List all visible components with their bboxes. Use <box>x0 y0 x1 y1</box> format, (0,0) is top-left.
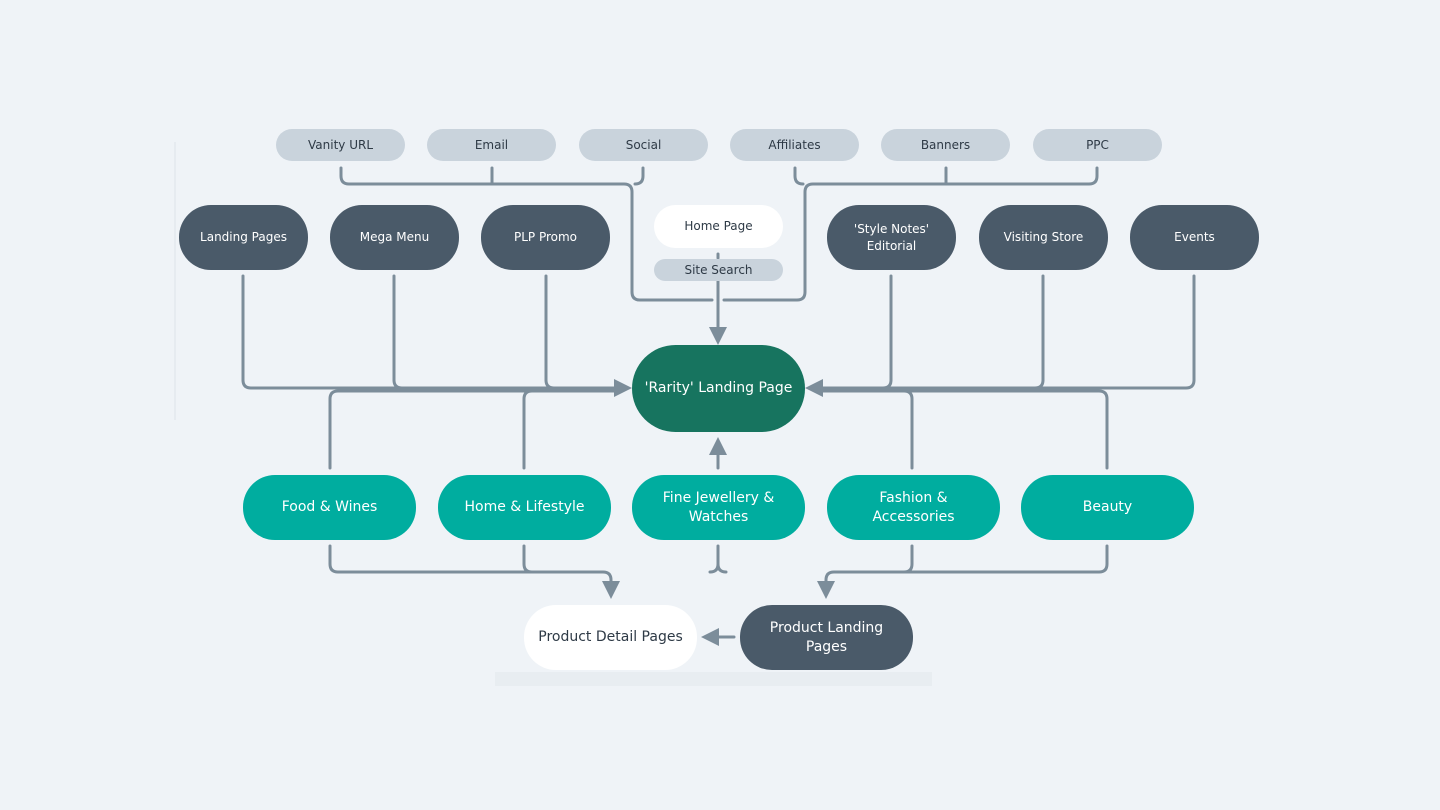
connector-visiting <box>1033 274 1045 390</box>
connector-fashion-up <box>902 389 914 470</box>
connector-beauty-up <box>818 389 1109 470</box>
connector-stylenotes <box>881 274 893 390</box>
site-search-node[interactable]: Site Search <box>654 259 783 281</box>
entry-mega-menu[interactable]: Mega Menu <box>330 205 459 270</box>
source-social[interactable]: Social <box>579 129 708 161</box>
connector-jewel-down <box>708 544 728 574</box>
rarity-landing-page-node[interactable]: 'Rarity' Landing Page <box>632 345 805 432</box>
category-food-wines[interactable]: Food & Wines <box>243 475 416 540</box>
source-ppc[interactable]: PPC <box>1033 129 1162 161</box>
category-home-lifestyle[interactable]: Home & Lifestyle <box>438 475 611 540</box>
product-detail-pages-node[interactable]: Product Detail Pages <box>524 605 697 670</box>
source-vanity-url[interactable]: Vanity URL <box>276 129 405 161</box>
entry-style-notes[interactable]: 'Style Notes' Editorial <box>827 205 956 270</box>
connector-cat-down-left <box>328 544 620 599</box>
connector-affiliates <box>793 166 805 186</box>
connector-social <box>633 166 645 186</box>
connector-sources-right <box>722 166 1099 302</box>
connector-megamenu <box>392 274 404 390</box>
connector-plp <box>544 274 556 390</box>
entry-events[interactable]: Events <box>1130 205 1259 270</box>
category-fine-jewellery[interactable]: Fine Jewellery & Watches <box>632 475 805 540</box>
bottom-shadow-band <box>495 672 932 686</box>
connector-home-up <box>522 389 534 470</box>
connector-cat-down-right <box>817 544 1109 599</box>
source-affiliates[interactable]: Affiliates <box>730 129 859 161</box>
source-email[interactable]: Email <box>427 129 556 161</box>
category-beauty[interactable]: Beauty <box>1021 475 1194 540</box>
connector-left-entries <box>241 274 632 397</box>
connector-food-up <box>328 389 622 470</box>
entry-landing-pages[interactable]: Landing Pages <box>179 205 308 270</box>
connector-fashion-down <box>902 544 914 574</box>
category-fashion-accessories[interactable]: Fashion & Accessories <box>827 475 1000 540</box>
divider-line <box>174 142 176 420</box>
connector-sources-left <box>339 166 714 302</box>
product-landing-pages-node[interactable]: Product Landing Pages <box>740 605 913 670</box>
connector-right-entries <box>805 274 1196 397</box>
home-page-node[interactable]: Home Page <box>654 205 783 248</box>
connector-home-down <box>522 544 534 574</box>
entry-visiting-store[interactable]: Visiting Store <box>979 205 1108 270</box>
source-banners[interactable]: Banners <box>881 129 1010 161</box>
entry-plp-promo[interactable]: PLP Promo <box>481 205 610 270</box>
